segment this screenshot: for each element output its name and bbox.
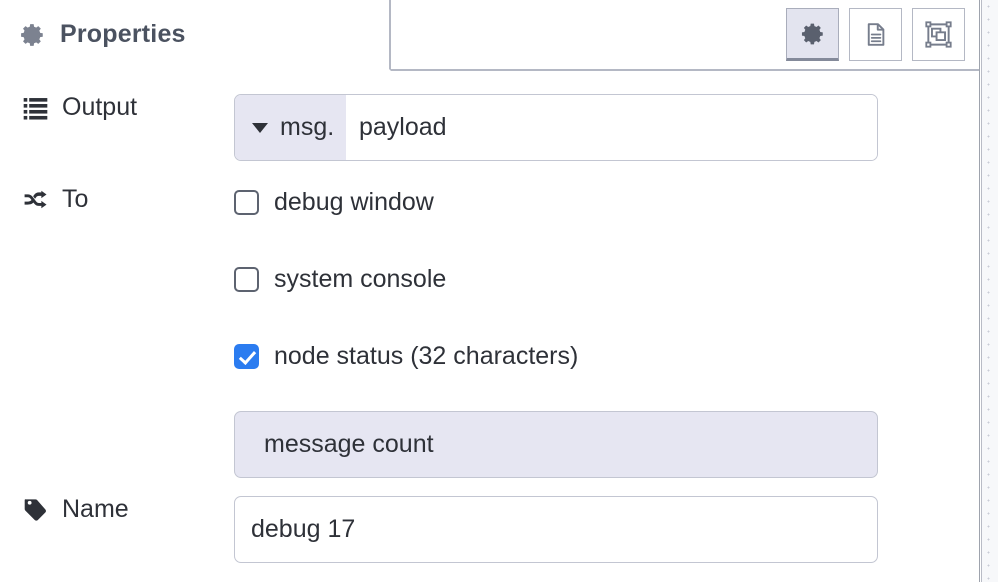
checkbox-system-console-label: system console [274,265,447,293]
row-output-field: msg. [234,94,980,161]
checkbox-node-status-label: node status (32 characters) [274,342,579,370]
appearance-tab-button[interactable] [912,8,965,61]
shuffle-icon [22,186,49,213]
name-input[interactable] [234,496,878,563]
editor-tab-actions [786,8,965,61]
row-name-field [234,496,980,563]
row-to-label: To [0,186,234,213]
output-property-input[interactable] [346,95,877,160]
output-type-label: msg. [280,113,335,141]
checkbox-system-console-box[interactable] [234,267,259,292]
checkbox-node-status[interactable]: node status (32 characters) [234,342,980,371]
row-name-label-text: Name [62,495,129,523]
row-output-label-text: Output [62,93,138,121]
row-to-label-text: To [62,185,89,213]
checkbox-debug-window-label: debug window [274,188,434,216]
tag-icon [22,496,49,523]
row-output: Output msg. [0,94,980,161]
row-output-label: Output [0,94,234,121]
output-type-select[interactable]: msg. [235,95,346,160]
chevron-down-icon [252,122,268,133]
checkbox-node-status-box[interactable] [234,344,259,369]
description-tab-button[interactable] [849,8,902,61]
list-icon [22,94,49,121]
row-to-field: debug window system console node status … [234,186,980,478]
tab-properties-label: Properties [60,20,186,48]
checkbox-debug-window-box[interactable] [234,190,259,215]
output-typed-input[interactable]: msg. [234,94,878,161]
status-type-select-label: message count [264,430,434,458]
document-icon [862,21,889,48]
checkbox-debug-window[interactable]: debug window [234,188,980,217]
properties-tab-button[interactable] [786,8,839,61]
row-to: To debug window system console node stat… [0,186,980,478]
gear-icon [20,22,46,48]
row-name-label: Name [0,496,234,523]
tab-properties[interactable]: Properties [0,0,391,71]
appearance-icon [924,20,953,49]
row-name: Name [0,496,980,563]
workspace-canvas-strip [981,0,998,582]
status-type-select[interactable]: message count [234,411,878,478]
checkbox-system-console[interactable]: system console [234,265,980,294]
editor-tab-bar: Properties [0,0,979,71]
gear-icon [800,21,826,47]
